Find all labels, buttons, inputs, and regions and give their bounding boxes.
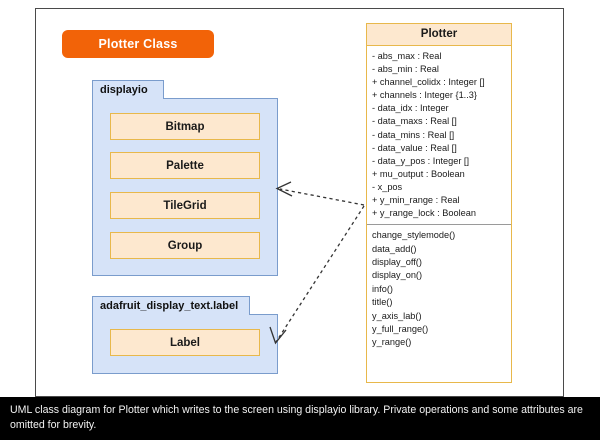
operation-row: data_add() [372,243,417,254]
class-plotter-title: Plotter [367,24,511,46]
operation-row: y_axis_lab() [372,310,422,321]
attribute-row: + mu_output : Boolean [372,168,465,179]
class-bitmap: Bitmap [110,113,260,140]
class-plotter-operations: change_stylemode() data_add() display_of… [367,224,511,353]
class-plotter: Plotter - abs_max : Real - abs_min : Rea… [366,23,512,383]
class-bitmap-label: Bitmap [165,120,205,133]
class-group-label: Group [167,239,203,252]
class-tilegrid-label: TileGrid [163,199,207,212]
attribute-row: - data_maxs : Real [] [372,116,457,127]
attribute-row: + channels : Integer {1..3} [372,90,477,101]
package-displayio-tab: displayio [92,80,164,99]
operation-row: change_stylemode() [372,230,456,241]
operation-row: display_off() [372,257,422,268]
class-label-label: Label [169,336,201,349]
class-palette-label: Palette [166,159,204,172]
attribute-row: - data_idx : Integer [372,103,449,114]
class-label: Label [110,329,260,356]
attribute-row: - abs_max : Real [372,51,442,61]
attribute-row: - abs_min : Real [372,64,439,75]
attribute-row: + y_range_lock : Boolean [372,208,476,219]
attribute-row: - data_y_pos : Integer [] [372,155,470,166]
attribute-row: - x_pos [372,181,403,192]
operation-row: info() [372,283,393,294]
class-group: Group [110,232,260,259]
attribute-row: - data_value : Real [] [372,142,457,153]
package-displayio: displayio Bitmap Palette TileGrid Group [92,80,278,276]
class-palette: Palette [110,152,260,179]
package-adafruit-display-text-label: adafruit_display_text.label Label [92,296,278,374]
attribute-row: + y_min_range : Real [372,195,460,206]
caption-bar: UML class diagram for Plotter which writ… [0,397,600,440]
class-tilegrid: TileGrid [110,192,260,219]
package-adafruit-display-text-label-tab: adafruit_display_text.label [92,296,250,315]
operation-row: y_range() [372,337,412,348]
operation-row: title() [372,297,393,308]
attribute-row: + channel_colidx : Integer [] [372,77,485,88]
class-plotter-attributes: - abs_max : Real - abs_min : Real + chan… [367,46,511,223]
operation-row: display_on() [372,270,423,281]
plotter-class-badge: Plotter Class [62,30,214,58]
operation-row: y_full_range() [372,324,429,335]
attribute-row: - data_mins : Real [] [372,129,455,140]
